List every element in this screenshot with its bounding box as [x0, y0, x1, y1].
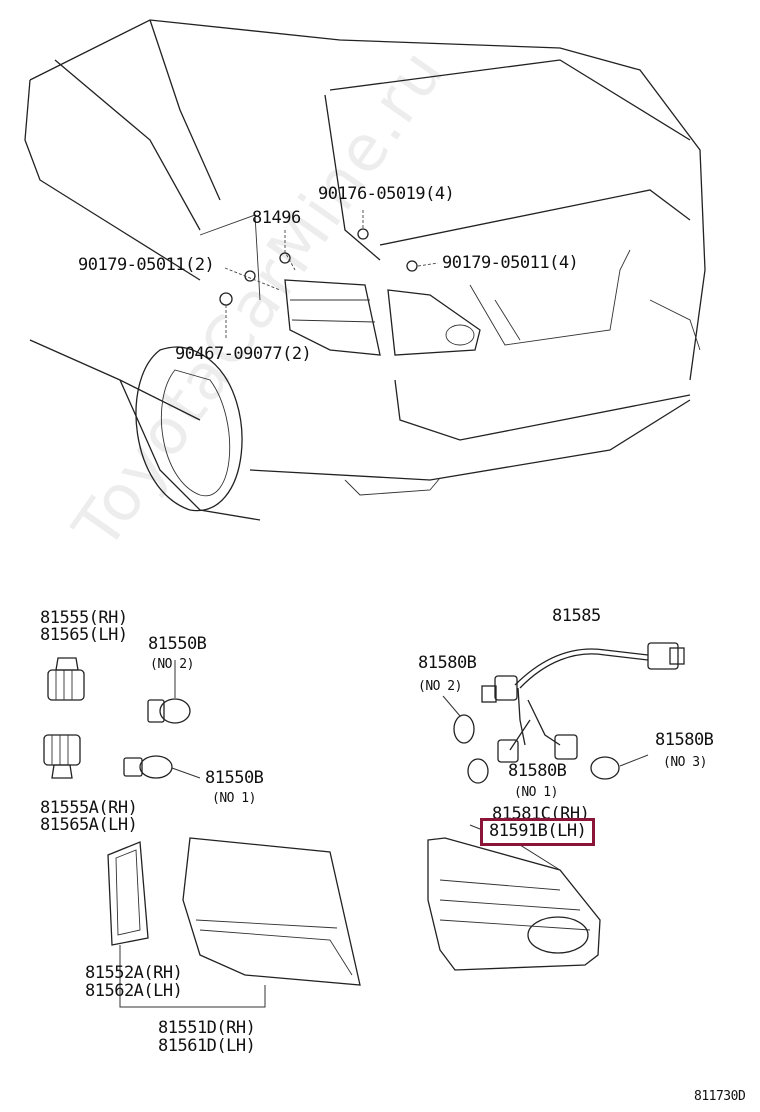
label-90467: 90467-09077(2)	[175, 344, 312, 364]
label-90179-left: 90179-05011(2)	[78, 255, 215, 275]
label-81565a: 81565A(LH)	[40, 815, 138, 835]
label-81555a: 81555A(RH)	[40, 798, 138, 818]
label-90176: 90176-05019(4)	[318, 184, 455, 204]
label-81580b-no2-sub: (NO 2)	[418, 679, 462, 694]
label-81580b-no3: 81580B	[655, 730, 714, 750]
car-fasteners	[219, 210, 439, 340]
label-81496: 81496	[252, 208, 301, 228]
label-81585: 81585	[552, 606, 601, 626]
left-sockets	[43, 657, 85, 779]
diagram-code: 811730D	[694, 1089, 746, 1104]
label-81552a: 81552A(RH)	[85, 963, 183, 983]
vehicle-rear-illustration	[24, 19, 706, 521]
label-81550b-no1-sub: (NO 1)	[212, 791, 256, 806]
label-81550b-no2-sub: (NO 2)	[150, 657, 194, 672]
label-81591b-highlighted[interactable]: 81591B(LH)	[480, 818, 596, 846]
label-81551d: 81551D(RH)	[158, 1018, 256, 1038]
lens-and-gasket	[107, 837, 361, 1008]
label-81562a: 81562A(LH)	[85, 981, 183, 1001]
label-81580b-no3-sub: (NO 3)	[663, 755, 707, 770]
label-81580b-no1-sub: (NO 1)	[514, 785, 558, 800]
label-81550b-no2: 81550B	[148, 634, 207, 654]
label-81561d: 81561D(LH)	[158, 1036, 256, 1056]
label-81555: 81555(RH)	[40, 608, 128, 628]
label-90179-right: 90179-05011(4)	[442, 253, 579, 273]
label-81565: 81565(LH)	[40, 625, 128, 645]
label-81580b-no2: 81580B	[418, 653, 477, 673]
harness-and-inner-lamp	[427, 642, 685, 971]
label-81550b-no1: 81550B	[205, 768, 264, 788]
left-bulbs	[123, 660, 201, 779]
label-81580b-no1: 81580B	[508, 761, 567, 781]
